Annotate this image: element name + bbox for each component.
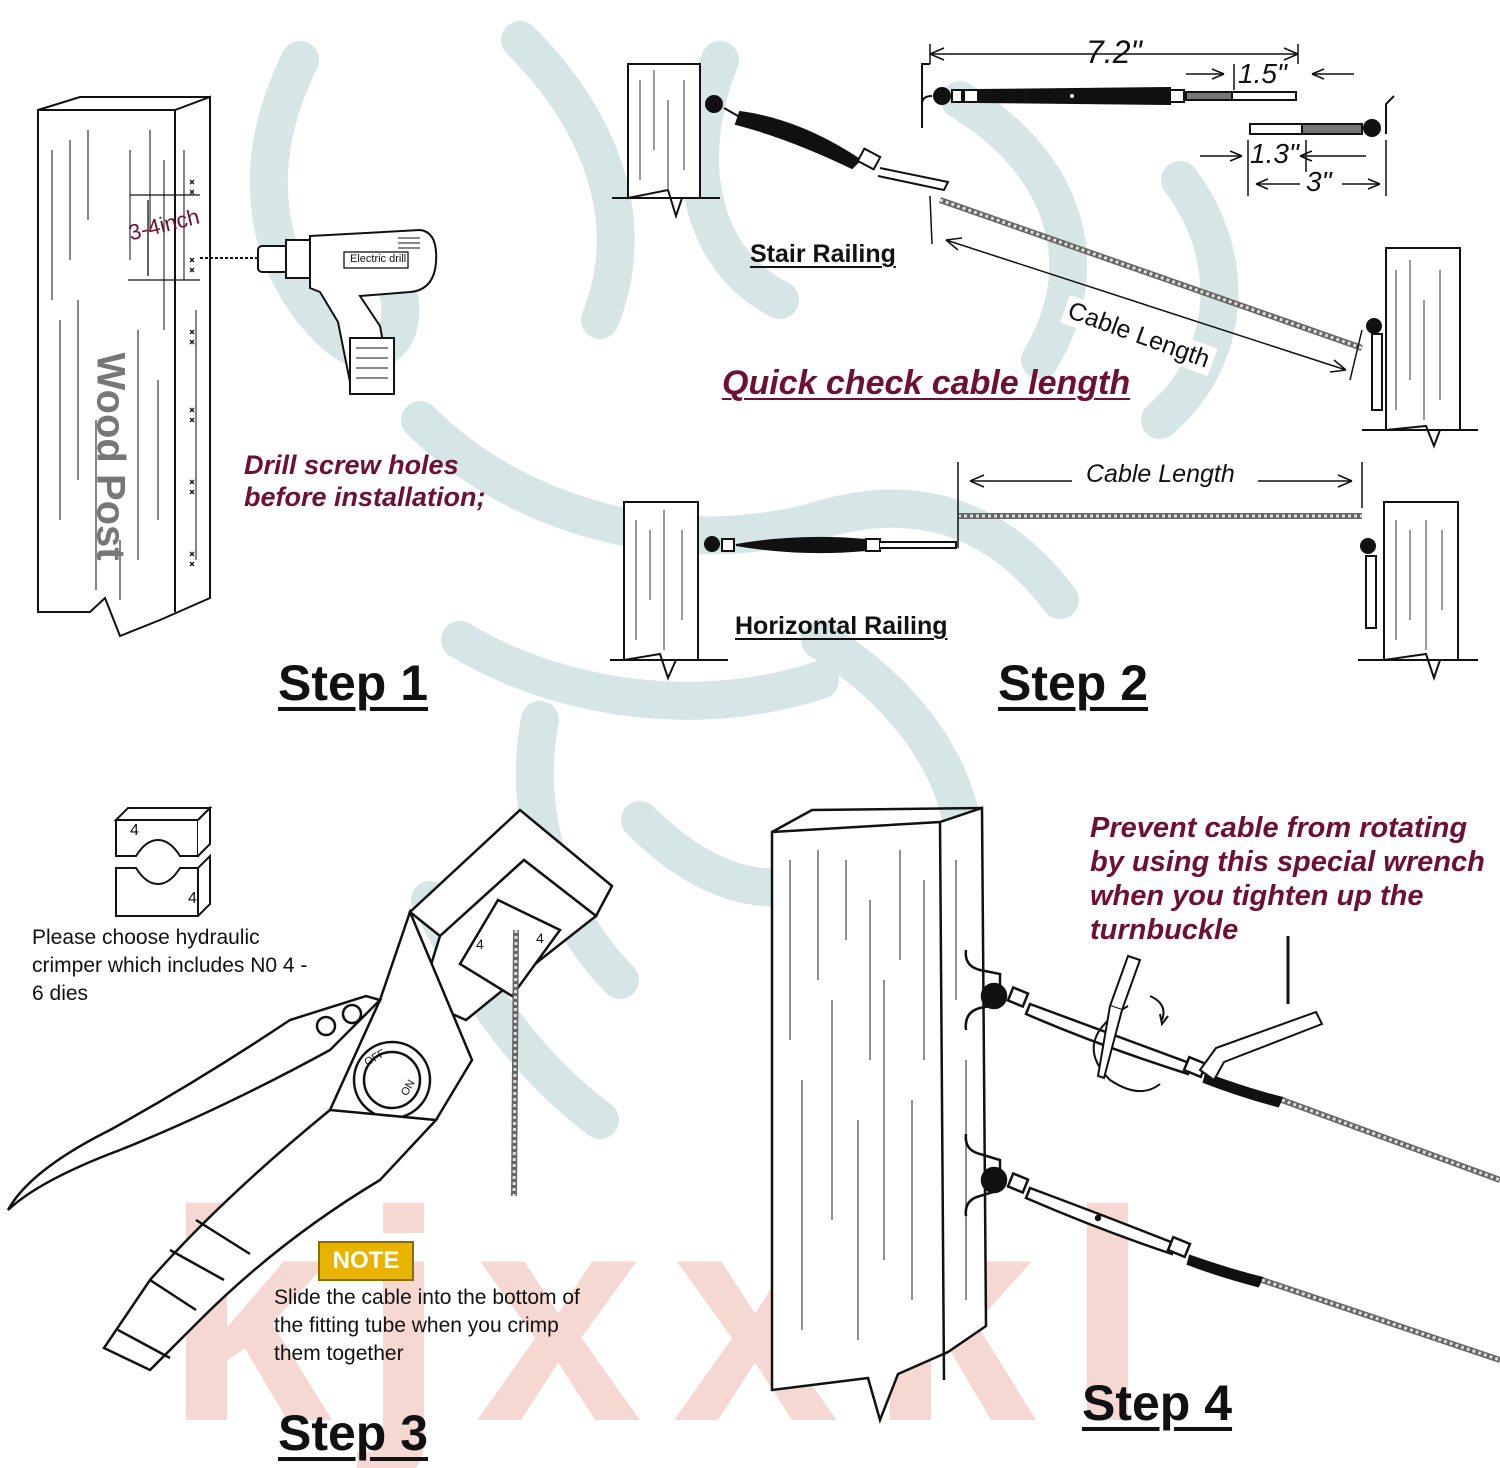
drill-label: Electric drill xyxy=(350,253,407,265)
step4-instruction-line4: turnbuckle xyxy=(1090,914,1239,946)
step2-title: Step 2 xyxy=(998,655,1149,711)
step4-instruction-line2: by using this special wrench xyxy=(1090,846,1485,878)
die-number-top: 4 xyxy=(130,822,139,839)
note-line3: them together xyxy=(274,1342,404,1365)
die-note-line2: crimper which includes N0 4 - xyxy=(32,954,308,977)
stair-railing-label: Stair Railing xyxy=(750,240,896,268)
horizontal-railing-label: Horizontal Railing xyxy=(735,612,948,640)
dim-total-length: 7.2" xyxy=(1086,34,1142,70)
step1-title: Step 1 xyxy=(278,655,429,711)
dim-stud-length: 1.3" xyxy=(1250,138,1299,169)
step4-title: Step 4 xyxy=(1082,1375,1233,1431)
step1-instruction-line2: before installation; xyxy=(244,482,486,512)
die-note-line1: Please choose hydraulic xyxy=(32,926,260,949)
crimper-die-right: 4 xyxy=(536,930,544,946)
note-badge: NOTE xyxy=(318,1241,414,1281)
electric-drill-icon xyxy=(200,228,438,395)
note-line1: Slide the cable into the bottom of xyxy=(274,1286,580,1309)
crimp-dies-icon xyxy=(113,805,213,917)
step1-instruction-line1: Drill screw holes xyxy=(244,450,459,480)
wrench-icon xyxy=(1092,954,1324,1092)
horizontal-cable-length-label: Cable Length xyxy=(1086,460,1235,488)
dim-end-length: 1.5" xyxy=(1238,58,1287,89)
wood-post-step4 xyxy=(770,806,988,1424)
dim-fitting-length: 3" xyxy=(1306,166,1332,197)
die-number-bottom: 4 xyxy=(188,890,197,907)
crimper-die-left: 4 xyxy=(476,936,484,952)
step3-title: Step 3 xyxy=(278,1405,429,1461)
wood-post-step1 xyxy=(37,95,211,638)
quick-check-heading: Quick check cable length xyxy=(722,364,1131,402)
note-line2: the fitting tube when you crimp xyxy=(274,1314,559,1337)
hydraulic-crimper-icon xyxy=(6,808,614,1372)
step4-instruction-line3: when you tighten up the xyxy=(1090,880,1424,912)
die-note-line3: 6 dies xyxy=(32,982,89,1005)
step4-instruction-line1: Prevent cable from rotating xyxy=(1090,812,1468,844)
